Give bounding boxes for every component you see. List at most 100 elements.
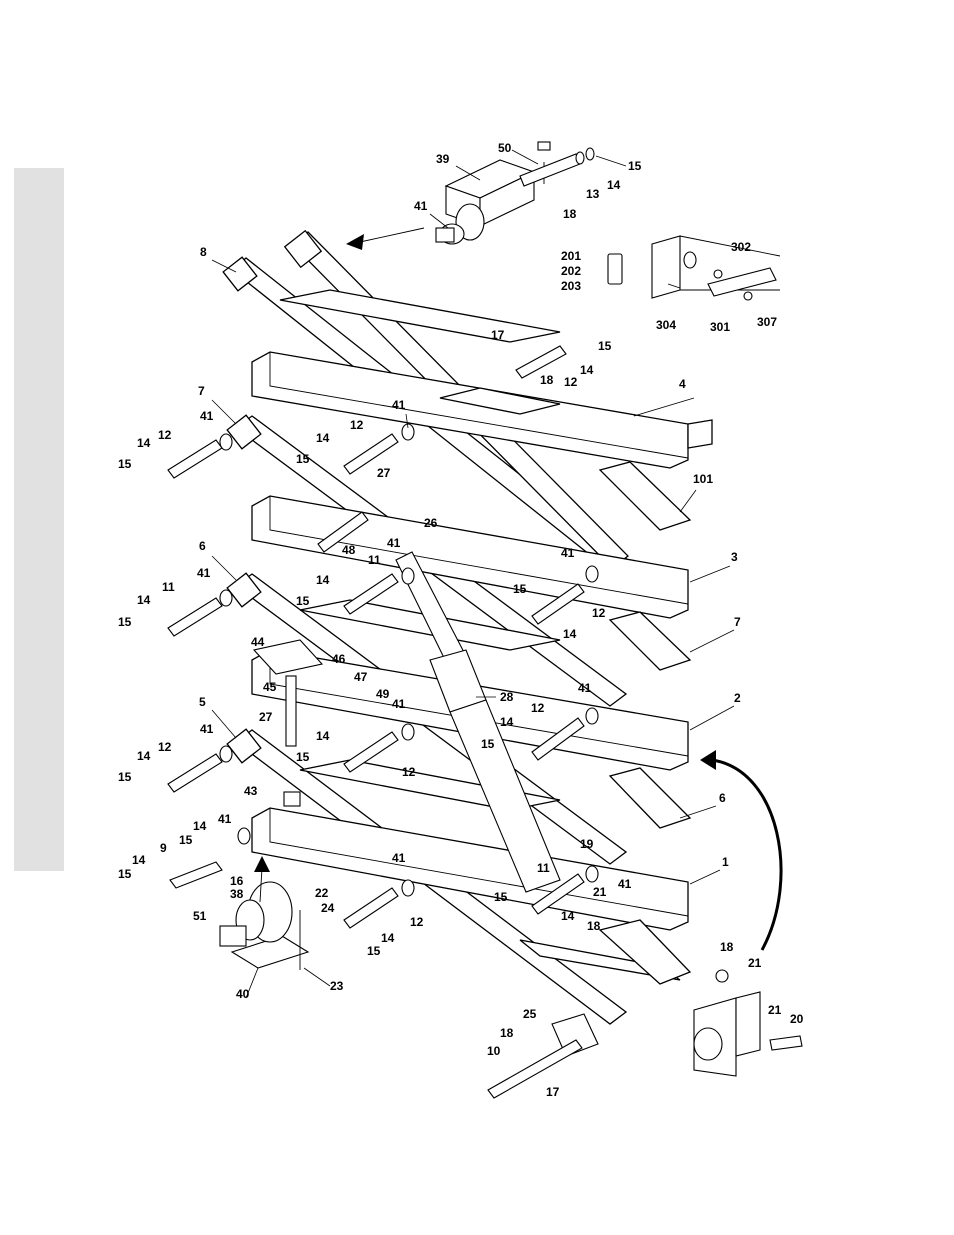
- callout-21c: 21: [768, 1003, 782, 1017]
- callout-16: 16: [230, 874, 244, 888]
- callout-1: 1: [722, 855, 729, 869]
- callout-14d: 14: [137, 436, 151, 450]
- callout-50: 50: [498, 141, 512, 155]
- callout-45: 45: [263, 680, 277, 694]
- callout-202: 202: [561, 264, 581, 278]
- callout-7a: 7: [198, 384, 205, 398]
- callout-15i: 15: [296, 750, 310, 764]
- callout-15h: 15: [481, 737, 495, 751]
- callout-17a: 17: [491, 328, 505, 342]
- callout-41g: 41: [578, 681, 592, 695]
- callout-41j: 41: [218, 812, 232, 826]
- callout-14k: 14: [193, 819, 207, 833]
- callout-41e: 41: [561, 546, 575, 560]
- callout-11c: 11: [537, 861, 550, 875]
- callout-12f: 12: [158, 740, 172, 754]
- callout-41i: 41: [200, 722, 214, 736]
- callout-14e: 14: [316, 573, 330, 587]
- callout-43: 43: [244, 784, 258, 798]
- callout-3: 3: [731, 550, 738, 564]
- callout-11a: 11: [368, 553, 381, 567]
- callout-101: 101: [693, 472, 713, 486]
- callout-10: 10: [487, 1044, 501, 1058]
- callout-301: 301: [710, 320, 730, 334]
- callout-40: 40: [236, 987, 250, 1001]
- callout-26: 26: [424, 516, 438, 530]
- callout-203: 203: [561, 279, 581, 293]
- leader-lines: [211, 149, 735, 999]
- cylinder-28: [395, 551, 561, 893]
- pins: [167, 141, 803, 1099]
- callout-14l: 14: [132, 853, 146, 867]
- callout-18c: 18: [587, 919, 601, 933]
- callout-21a: 21: [593, 885, 607, 899]
- callout-15c: 15: [296, 452, 310, 466]
- callout-47: 47: [354, 670, 368, 684]
- callout-14b: 14: [580, 363, 594, 377]
- callout-21b: 21: [748, 956, 762, 970]
- callout-18d: 18: [720, 940, 734, 954]
- callout-15d: 15: [118, 457, 132, 471]
- callout-12g: 12: [402, 765, 416, 779]
- callout-6b: 6: [719, 791, 726, 805]
- callout-41k: 41: [392, 851, 406, 865]
- callout-15f: 15: [296, 594, 310, 608]
- callout-15a: 15: [628, 159, 642, 173]
- callout-14h: 14: [500, 715, 514, 729]
- callout-41a: 41: [414, 199, 428, 213]
- callout-302: 302: [731, 240, 751, 254]
- callout-14m: 14: [561, 909, 575, 923]
- callout-24: 24: [321, 901, 335, 915]
- assembly-arrows: [254, 227, 783, 951]
- callout-13: 13: [586, 187, 600, 201]
- callout-38: 38: [230, 887, 244, 901]
- callout-14g: 14: [563, 627, 577, 641]
- callout-51: 51: [193, 909, 207, 923]
- callout-12b: 12: [350, 418, 364, 432]
- callout-41h: 41: [392, 697, 406, 711]
- callout-41b: 41: [392, 398, 406, 412]
- callout-18a: 18: [563, 207, 577, 221]
- callout-20: 20: [790, 1012, 804, 1026]
- callout-28: 28: [500, 690, 514, 704]
- callout-2: 2: [734, 691, 741, 705]
- callout-14f: 14: [137, 593, 151, 607]
- callout-22: 22: [315, 886, 329, 900]
- callout-15m: 15: [494, 890, 508, 904]
- callout-15k: 15: [179, 833, 193, 847]
- callout-14a: 14: [607, 178, 621, 192]
- callout-7b: 7: [734, 615, 741, 629]
- callout-9: 9: [160, 841, 167, 855]
- callout-41d: 41: [387, 536, 401, 550]
- callout-41l: 41: [618, 877, 632, 891]
- callout-15b: 15: [598, 339, 612, 353]
- callout-201: 201: [561, 249, 581, 263]
- callout-15l: 15: [118, 867, 132, 881]
- callout-12h: 12: [410, 915, 424, 929]
- callout-304: 304: [656, 318, 676, 332]
- side-tab-bar: [14, 168, 64, 871]
- callout-39: 39: [436, 152, 450, 166]
- callout-23: 23: [330, 979, 344, 993]
- callout-12e: 12: [531, 701, 545, 715]
- callout-15g: 15: [118, 615, 132, 629]
- callout-18e: 18: [500, 1026, 514, 1040]
- callout-14c: 14: [316, 431, 330, 445]
- callout-25: 25: [523, 1007, 537, 1021]
- callout-14n: 14: [381, 931, 395, 945]
- callout-48: 48: [342, 543, 356, 557]
- callout-6a: 6: [199, 539, 206, 553]
- callout-15j: 15: [118, 770, 132, 784]
- callout-4: 4: [679, 377, 686, 391]
- callout-12d: 12: [592, 606, 606, 620]
- callout-49: 49: [376, 687, 390, 701]
- callout-12c: 12: [158, 428, 172, 442]
- callout-15n: 15: [367, 944, 381, 958]
- callout-19: 19: [580, 837, 594, 851]
- callout-307: 307: [757, 315, 777, 329]
- callout-14i: 14: [316, 729, 330, 743]
- callout-17b: 17: [546, 1085, 560, 1099]
- callout-8: 8: [200, 245, 207, 259]
